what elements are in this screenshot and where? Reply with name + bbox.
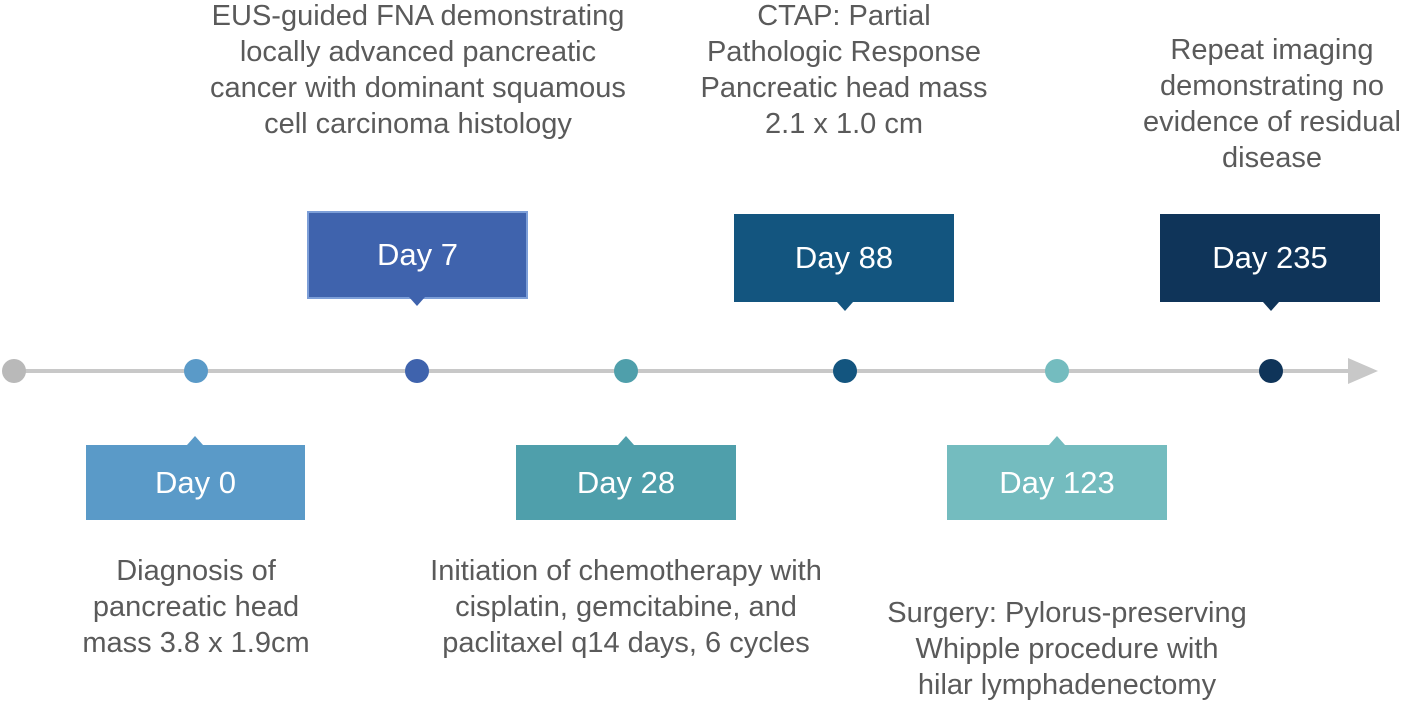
start-dot — [2, 359, 26, 383]
description-day-235: Repeat imaging demonstrating no evidence… — [1143, 34, 1401, 174]
day-label: Day 28 — [576, 464, 676, 500]
arrow-head-icon — [1348, 358, 1378, 384]
day-box-day-88: Day 88 — [734, 214, 954, 311]
dot-day-123 — [1045, 359, 1069, 383]
dot-day-235 — [1259, 359, 1283, 383]
dot-day-7 — [405, 359, 429, 383]
dot-day-0 — [184, 359, 208, 383]
description-day-123: Surgery: Pylorus-preserving Whipple proc… — [887, 597, 1247, 701]
pointer-icon — [1049, 436, 1065, 445]
day-label: Day 7 — [377, 237, 458, 272]
dot-day-28 — [614, 359, 638, 383]
dot-day-88 — [833, 359, 857, 383]
day-box-day-7: Day 7 — [307, 211, 528, 306]
day-box-day-123: Day 123 — [947, 436, 1167, 520]
pointer-icon — [187, 436, 203, 445]
day-label: Day 88 — [794, 240, 894, 275]
description-day-28: Initiation of chemotherapy with cisplati… — [430, 555, 822, 659]
day-box-day-28: Day 28 — [516, 436, 736, 520]
day-box-day-0: Day 0 — [86, 436, 305, 520]
pointer-icon — [837, 302, 853, 311]
day-label: Day 235 — [1212, 240, 1328, 275]
day-label: Day 123 — [999, 464, 1115, 500]
pointer-icon — [409, 297, 425, 306]
pointer-icon — [1263, 302, 1279, 311]
description-day-0: Diagnosis of pancreatic head mass 3.8 x … — [82, 555, 310, 659]
description-day-7: EUS-guided FNA demonstrating locally adv… — [210, 0, 626, 140]
day-box-day-235: Day 235 — [1160, 214, 1380, 311]
description-day-88: CTAP: Partial Pathologic Response Pancre… — [700, 0, 988, 140]
pointer-icon — [618, 436, 634, 445]
day-label: Day 0 — [155, 464, 236, 500]
